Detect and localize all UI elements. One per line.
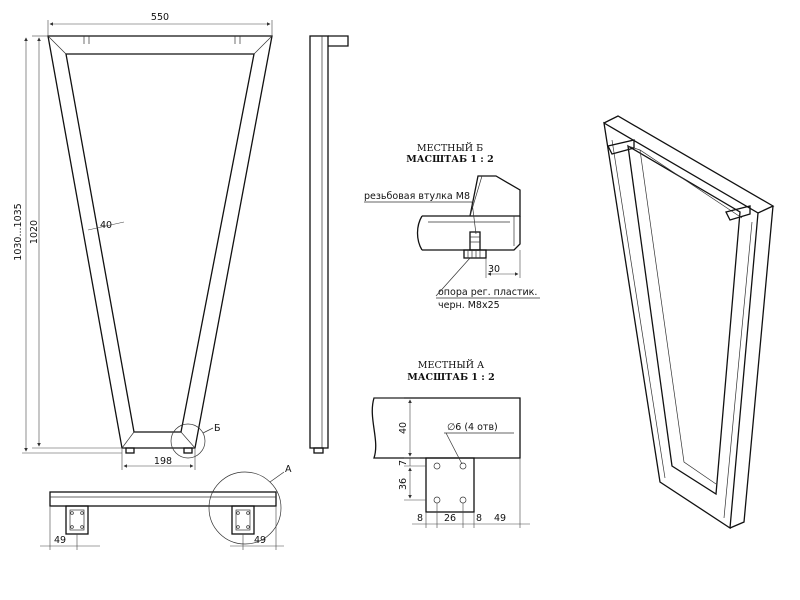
foot-left — [125, 447, 135, 454]
dim-detail-a-36: 36 — [398, 478, 409, 490]
iso-tab-left — [607, 139, 635, 155]
bottom-tube — [49, 491, 277, 507]
detail-b-scale: МАСШТАБ 1 : 2 — [406, 154, 493, 165]
dim-detail-a-7: 7 — [398, 460, 409, 466]
bottom-view: 49 49 А — [40, 464, 292, 550]
detail-a-title: МЕСТНЫЙ А — [418, 359, 485, 371]
dim-detail-a-40: 40 — [398, 422, 409, 434]
label-holes: ∅6 (4 отв) — [447, 422, 498, 433]
isometric-view — [603, 115, 775, 530]
dim-height-total: 1030...1035 — [13, 203, 24, 260]
dim-tube-width: 40 — [100, 220, 112, 231]
detail-b-tube-bottom — [422, 216, 521, 251]
dim-detail-b-30: 30 — [488, 264, 500, 275]
iso-tab-right — [725, 205, 751, 221]
dim-height-inner: 1020 — [29, 220, 40, 244]
dim-bottom-left-49: 49 — [54, 535, 66, 546]
hole-4 — [459, 496, 467, 504]
hole-2 — [459, 462, 467, 470]
dim-detail-a-49: 49 — [494, 513, 506, 524]
dim-detail-a-26: 26 — [444, 513, 456, 524]
callout-label-b: Б — [214, 423, 221, 434]
side-view — [309, 35, 349, 454]
detail-a-scale: МАСШТАБ 1 : 2 — [407, 372, 494, 383]
side-foot — [313, 447, 324, 454]
hole-1 — [433, 462, 441, 470]
detail-a: МЕСТНЫЙ А МАСШТАБ 1 : 2 ∅6 (4 отв) 40 7 … — [371, 359, 530, 528]
iso-inner-opening — [627, 144, 741, 496]
label-foot-line1: опора рег. пластик. — [438, 287, 537, 298]
label-threaded-sleeve: резьбовая втулка М8 — [364, 191, 470, 202]
hole-3 — [433, 496, 441, 504]
callout-circle-b — [170, 423, 206, 459]
dim-bottom-width: 198 — [154, 456, 172, 467]
detail-b-tube-top — [422, 175, 521, 217]
detail-b-foot — [463, 249, 487, 259]
detail-a-plate — [425, 457, 475, 513]
detail-b-sleeve — [469, 231, 481, 251]
frame-outer-outline — [47, 35, 273, 449]
dim-top-width: 550 — [151, 12, 169, 23]
label-foot-line2: черн. М8х25 — [438, 300, 500, 311]
dim-detail-a-8-right: 8 — [476, 513, 482, 524]
dim-detail-a-8-left: 8 — [417, 513, 423, 524]
callout-circle-a — [208, 471, 282, 545]
side-tube — [309, 35, 329, 449]
front-view: 550 198 40 1020 1030...1035 Б — [13, 12, 273, 470]
side-tab — [328, 35, 349, 47]
frame-inner-outline — [65, 53, 255, 433]
detail-b-title: МЕСТНЫЙ Б — [417, 142, 483, 154]
callout-label-a: А — [285, 464, 292, 475]
foot-right — [183, 447, 193, 454]
detail-b: МЕСТНЫЙ Б МАСШТАБ 1 : 2 резьбовая втулка… — [364, 142, 540, 311]
